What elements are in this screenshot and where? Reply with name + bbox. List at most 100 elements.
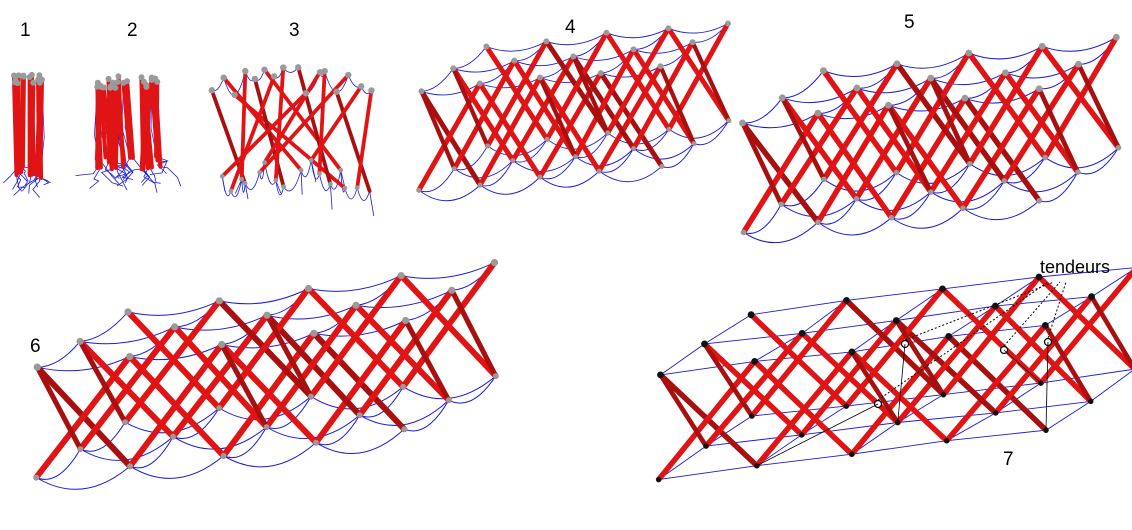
strut <box>334 89 372 193</box>
cable <box>942 276 1040 290</box>
node <box>418 88 425 95</box>
cable <box>633 143 695 160</box>
cable <box>888 97 966 112</box>
node <box>251 75 259 83</box>
node <box>689 39 696 46</box>
cable <box>218 396 312 421</box>
strut <box>122 297 223 426</box>
cable <box>344 187 358 200</box>
node <box>327 181 333 187</box>
cable <box>230 179 243 198</box>
node <box>485 143 491 149</box>
node <box>798 329 806 337</box>
node <box>270 73 278 80</box>
node <box>77 446 84 452</box>
cable <box>480 160 514 187</box>
node <box>36 72 43 79</box>
node <box>448 286 456 294</box>
strut <box>1036 274 1132 371</box>
cable <box>36 448 81 480</box>
node <box>451 166 457 171</box>
node <box>573 154 578 159</box>
strut <box>658 372 709 449</box>
cable <box>174 314 268 331</box>
stage-label-6: 6 <box>30 336 41 357</box>
cable <box>891 207 964 229</box>
cable <box>704 314 752 345</box>
node <box>105 75 112 82</box>
cable <box>846 288 943 301</box>
cable <box>817 198 857 225</box>
node <box>257 169 263 175</box>
strut <box>893 50 972 176</box>
strut <box>403 317 452 403</box>
node <box>1088 293 1095 301</box>
node <box>402 316 410 325</box>
node <box>570 53 577 60</box>
cable <box>37 341 81 368</box>
cable <box>16 174 23 192</box>
node <box>216 405 223 411</box>
node <box>1036 198 1042 204</box>
cable <box>402 375 497 400</box>
strut <box>317 69 327 176</box>
node <box>701 340 708 348</box>
node <box>215 297 223 305</box>
cable <box>658 465 757 481</box>
cable <box>633 41 693 54</box>
node <box>115 73 122 80</box>
node <box>170 433 176 440</box>
cable <box>1044 147 1119 169</box>
node <box>109 79 116 86</box>
node <box>945 333 953 340</box>
strut <box>572 46 637 160</box>
cable <box>404 399 450 432</box>
strut <box>928 69 1009 195</box>
cable <box>606 27 669 39</box>
cable <box>418 184 481 202</box>
cable <box>266 414 360 439</box>
node <box>313 439 319 446</box>
cable <box>486 41 547 52</box>
cable <box>75 167 98 176</box>
node <box>665 25 672 32</box>
cable <box>356 187 370 201</box>
node <box>749 413 755 419</box>
node <box>36 79 43 86</box>
node <box>416 187 422 193</box>
strut <box>655 358 758 483</box>
strut <box>690 40 731 123</box>
strut <box>400 259 498 390</box>
node <box>242 180 248 186</box>
node <box>261 66 268 73</box>
strut <box>605 25 671 136</box>
node <box>1075 169 1081 175</box>
cable <box>141 169 161 184</box>
node <box>476 80 483 87</box>
node <box>511 57 518 64</box>
node <box>490 259 499 267</box>
cable <box>421 68 454 92</box>
strut <box>928 75 973 167</box>
node <box>273 178 279 183</box>
cable <box>13 174 33 196</box>
node <box>943 438 950 444</box>
strut <box>749 297 850 419</box>
cable <box>817 217 892 236</box>
node <box>888 214 895 221</box>
node <box>940 391 947 398</box>
node <box>338 167 344 173</box>
stage-label-1: 1 <box>20 20 31 41</box>
strut <box>477 75 543 188</box>
node <box>893 169 900 176</box>
strut <box>101 85 114 172</box>
node <box>368 87 375 94</box>
strut <box>139 84 149 172</box>
cable <box>172 407 220 439</box>
strut <box>121 80 133 160</box>
cable <box>823 63 898 77</box>
cable <box>856 77 931 94</box>
cable <box>89 167 102 189</box>
node <box>821 176 827 182</box>
node <box>537 74 544 81</box>
